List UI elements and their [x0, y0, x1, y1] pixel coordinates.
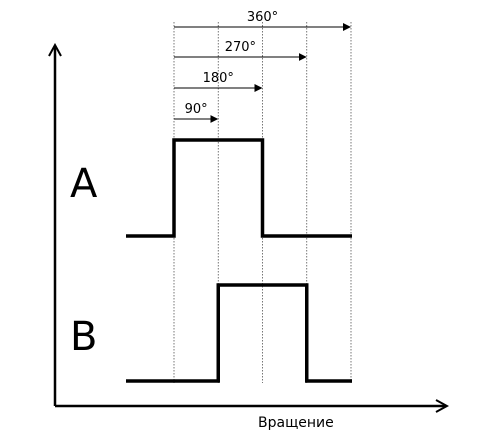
signal-a-label: A [70, 161, 98, 207]
waveforms [126, 138, 352, 383]
angle-label-270: 270° [225, 40, 256, 55]
x-axis-label: Вращение [258, 415, 334, 431]
waveform-a [126, 138, 352, 238]
waveform-b [126, 283, 352, 383]
angle-label-360: 360° [247, 10, 278, 25]
angle-label-90: 90° [185, 102, 208, 117]
signal-b-label: B [70, 314, 97, 360]
angle-dimensions: 90° 180° 270° 360° [174, 10, 351, 123]
angle-label-180: 180° [203, 71, 234, 86]
